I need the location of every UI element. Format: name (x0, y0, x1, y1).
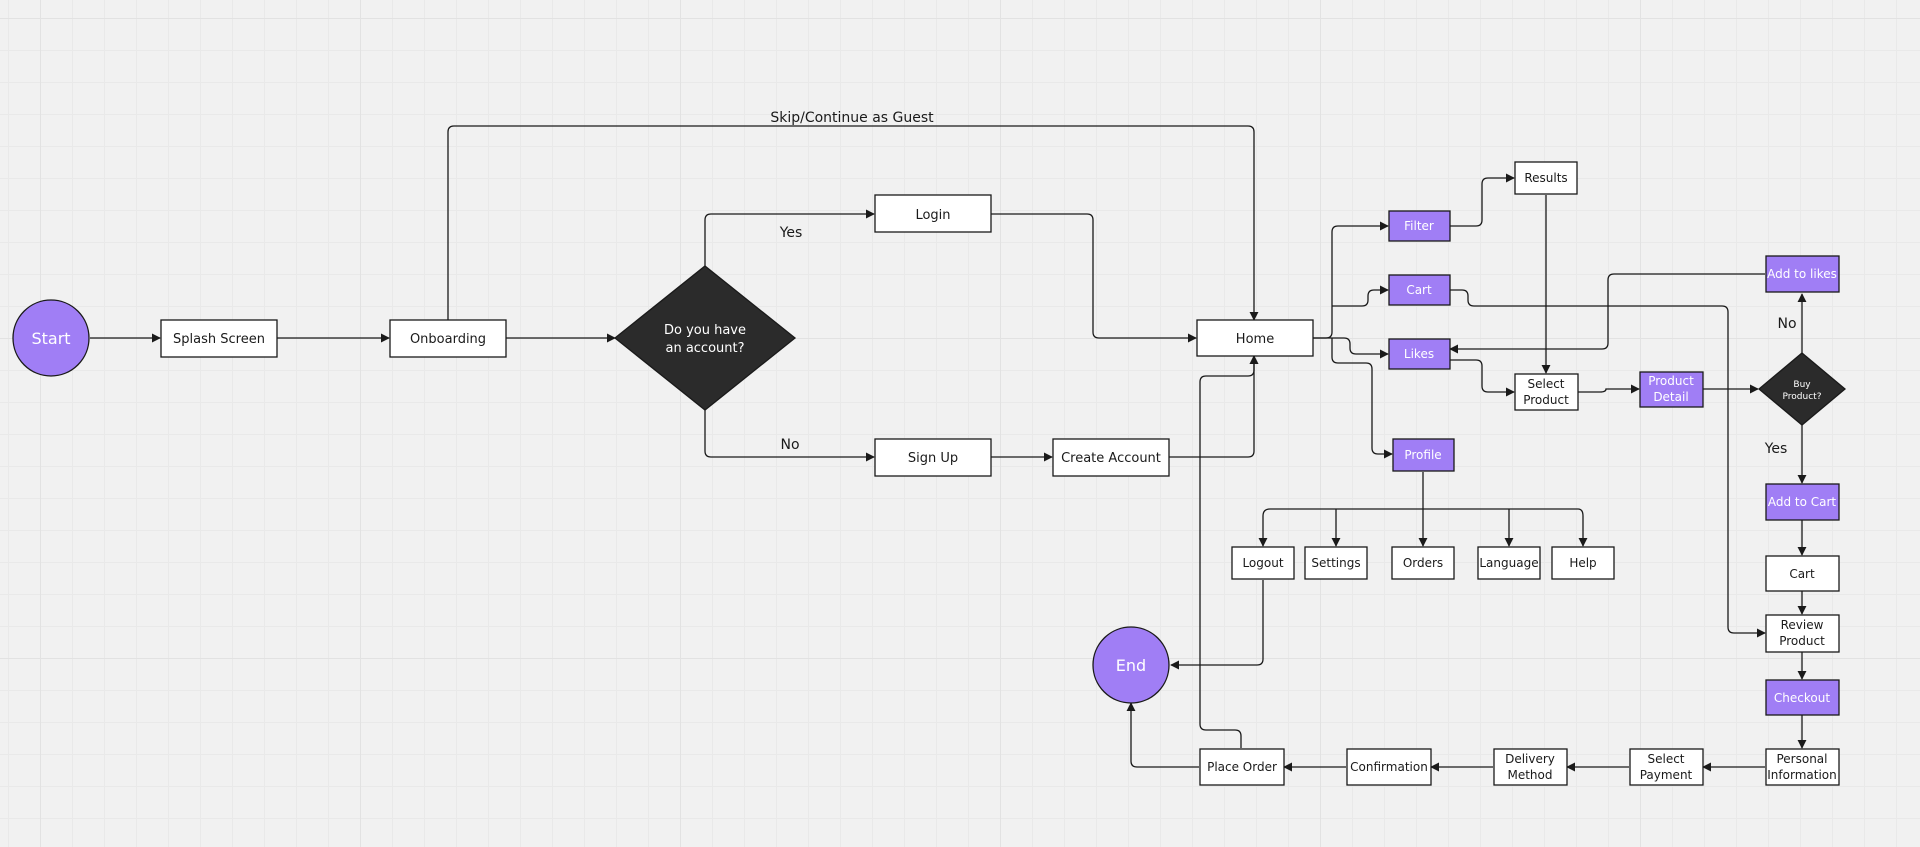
node-language[interactable]: Language (1477, 546, 1541, 580)
node-checkout-label: Checkout (1774, 691, 1830, 705)
node-help[interactable]: Help (1551, 546, 1615, 580)
node-language-label: Language (1479, 556, 1538, 570)
edge-placeorder-home (1199, 355, 1259, 748)
node-select-product-line2: Product (1523, 393, 1569, 407)
node-add-to-likes[interactable]: Add to likes (1765, 255, 1840, 293)
node-select-product[interactable]: Select Product (1514, 373, 1579, 411)
node-buy-decision[interactable]: Buy Product? (1757, 352, 1847, 426)
node-personal-information[interactable]: Personal Information (1765, 748, 1840, 786)
edge-profile-logout (1258, 508, 1271, 547)
node-product-detail-line2: Detail (1653, 390, 1688, 404)
edge-filter-results (1450, 173, 1515, 227)
node-profile-label: Profile (1404, 448, 1441, 462)
node-confirmation[interactable]: Confirmation (1346, 748, 1432, 786)
node-select-payment[interactable]: Select Payment (1629, 748, 1704, 786)
node-logout-label: Logout (1242, 556, 1283, 570)
node-place-order[interactable]: Place Order (1199, 748, 1285, 786)
edge-placeorder-end (1126, 702, 1199, 768)
node-personal-information-line1: Personal (1776, 752, 1827, 766)
node-add-to-likes-label: Add to likes (1767, 267, 1837, 281)
node-buy-decision-line1: Buy (1793, 380, 1811, 390)
edge-label-yes-cart: Yes (1764, 441, 1788, 457)
node-settings-label: Settings (1311, 556, 1360, 570)
node-cart-label: Cart (1789, 567, 1815, 581)
node-add-to-cart[interactable]: Add to Cart (1765, 483, 1840, 521)
edge-select-detail (1578, 384, 1640, 394)
node-results[interactable]: Results (1514, 161, 1578, 195)
node-settings[interactable]: Settings (1304, 546, 1368, 580)
node-buy-decision-line2: Product? (1783, 392, 1822, 402)
node-sign-up[interactable]: Sign Up (874, 438, 992, 477)
edge-likes-select (1450, 359, 1515, 397)
edge-label-yes-login: Yes (779, 225, 803, 241)
node-likes-label: Likes (1404, 347, 1434, 361)
edge-logout-end (1170, 580, 1264, 670)
node-splash-screen[interactable]: Splash Screen (160, 319, 278, 358)
node-review-product-line2: Product (1779, 634, 1825, 648)
node-orders[interactable]: Orders (1391, 546, 1455, 580)
node-select-product-line1: Select (1527, 377, 1564, 391)
node-product-detail-line1: Product (1648, 374, 1694, 388)
node-add-to-cart-label: Add to Cart (1768, 495, 1837, 509)
edge-home-likes (1313, 337, 1389, 359)
edge-label-no-signup: No (780, 437, 799, 453)
node-delivery-method-line2: Method (1507, 768, 1552, 782)
node-product-detail[interactable]: Product Detail (1639, 371, 1704, 408)
node-review-product-line1: Review (1781, 618, 1824, 632)
node-review-product[interactable]: Review Product (1765, 614, 1840, 653)
node-help-label: Help (1569, 556, 1596, 570)
edge-cart-review (1450, 289, 1766, 638)
edge-guest-home (447, 125, 1259, 321)
edge-addlikes-likes (1449, 273, 1765, 354)
node-account-decision[interactable]: Do you have an account? (613, 265, 797, 411)
node-home[interactable]: Home (1196, 319, 1314, 357)
node-sign-up-label: Sign Up (908, 451, 958, 466)
node-confirmation-label: Confirmation (1350, 760, 1428, 774)
node-logout[interactable]: Logout (1231, 546, 1295, 580)
node-filter[interactable]: Filter (1388, 210, 1451, 242)
node-onboarding[interactable]: Onboarding (389, 319, 507, 358)
node-end[interactable]: End (1092, 626, 1170, 704)
node-login[interactable]: Login (874, 194, 992, 233)
node-results-label: Results (1524, 171, 1567, 185)
edge-label-no-likes: No (1777, 316, 1796, 332)
node-checkout[interactable]: Checkout (1765, 679, 1840, 716)
node-splash-screen-label: Splash Screen (173, 332, 265, 347)
node-personal-information-line2: Information (1767, 768, 1836, 782)
node-delivery-method[interactable]: Delivery Method (1493, 748, 1568, 786)
node-place-order-label: Place Order (1207, 760, 1277, 774)
node-login-label: Login (915, 208, 950, 223)
edge-profile-help (1577, 508, 1588, 547)
edge-decision-login (704, 209, 875, 266)
node-end-label: End (1116, 656, 1146, 675)
node-select-payment-line2: Payment (1640, 768, 1693, 782)
node-onboarding-label: Onboarding (410, 332, 486, 347)
node-start[interactable]: Start (12, 299, 90, 377)
node-orders-label: Orders (1403, 556, 1443, 570)
edge-create-home (1169, 355, 1259, 458)
node-cart-nav[interactable]: Cart (1388, 274, 1451, 306)
edge-home-cart (1332, 285, 1389, 307)
edge-home-profile (1331, 338, 1393, 459)
edge-label-guest: Skip/Continue as Guest (770, 110, 934, 126)
node-create-account-label: Create Account (1061, 451, 1161, 466)
node-cart-nav-label: Cart (1406, 283, 1432, 297)
node-account-decision-line2: an account? (665, 341, 744, 356)
node-home-label: Home (1236, 332, 1274, 347)
edges (90, 125, 1807, 772)
node-filter-label: Filter (1404, 219, 1434, 233)
node-select-payment-line1: Select (1647, 752, 1684, 766)
node-profile[interactable]: Profile (1392, 438, 1455, 472)
node-cart[interactable]: Cart (1765, 555, 1840, 592)
node-account-decision-line1: Do you have (664, 323, 746, 338)
edge-home-filter (1313, 221, 1389, 339)
node-start-label: Start (31, 329, 70, 348)
edge-login-home (991, 213, 1197, 343)
edge-decision-signup (704, 410, 875, 462)
node-likes[interactable]: Likes (1388, 338, 1451, 370)
node-delivery-method-line1: Delivery (1505, 752, 1555, 766)
node-create-account[interactable]: Create Account (1052, 438, 1170, 477)
